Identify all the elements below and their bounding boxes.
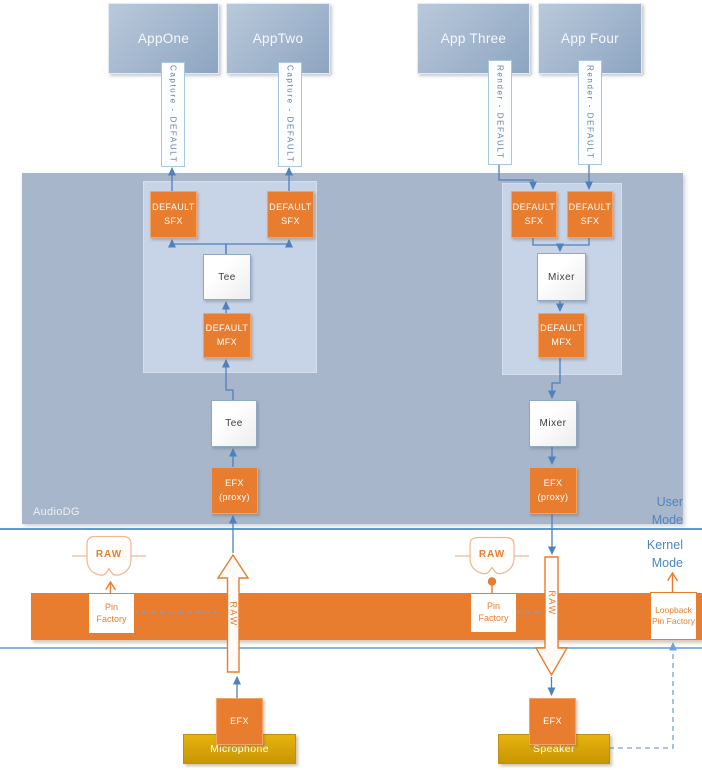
- speaker-device-bar: Speaker: [498, 734, 610, 764]
- capture-efx-proxy-box: EFX (proxy): [211, 467, 258, 514]
- speaker-label: Speaker: [533, 743, 575, 755]
- capture-pin-factory-box: Pin Factory: [88, 593, 135, 634]
- kernel-mode-label: Kernel Mode: [646, 538, 683, 571]
- render-mixer-lower-label: Mixer: [539, 418, 567, 429]
- render-raw-mode-label: RAW: [478, 549, 506, 560]
- capture-tee-upper-label: Tee: [218, 271, 236, 283]
- render-pipe-app-four-label: Render - DEFAULT: [585, 65, 595, 160]
- render-pin-factory-label: Pin Factory: [478, 601, 509, 623]
- loopback-pin-factory-box: Loopback Pin Factory: [650, 592, 697, 640]
- capture-mfx-box: DEFAULT MFX: [203, 313, 251, 358]
- capture-pipe-app-two: Capture - DEFAULT: [278, 62, 302, 167]
- render-mfx-box: DEFAULT MFX: [538, 313, 585, 358]
- capture-sfx-one-box: DEFAULT SFX: [150, 191, 197, 238]
- capture-tee-lower-label: Tee: [225, 418, 243, 429]
- capture-raw-mode-label: RAW: [95, 549, 123, 560]
- capture-tee-upper-box: Tee: [203, 254, 251, 300]
- microphone-efx-box: EFX: [216, 698, 263, 745]
- render-mfx-label: DEFAULT MFX: [540, 323, 583, 347]
- app-two-label: AppTwo: [252, 31, 304, 46]
- capture-pipe-app-one: Capture - DEFAULT: [161, 62, 185, 167]
- user-kernel-boundary-line: [0, 528, 702, 530]
- render-raw-mode-shape: RAW: [455, 536, 529, 580]
- render-efx-proxy-box: EFX (proxy): [529, 467, 577, 514]
- render-mixer-upper-label: Mixer: [548, 271, 575, 283]
- kernel-streaming-bus: [31, 593, 702, 640]
- capture-pin-factory-label: Pin Factory: [96, 601, 127, 624]
- render-pipe-app-three: Render - DEFAULT: [488, 60, 512, 165]
- app-one-label: AppOne: [137, 31, 190, 46]
- render-sfx-two-label: DEFAULT SFX: [568, 202, 612, 226]
- speaker-efx-label: EFX: [543, 715, 562, 726]
- render-mixer-upper-box: Mixer: [537, 253, 586, 301]
- microphone-efx-label: EFX: [230, 715, 249, 726]
- capture-sfx-one-label: DEFAULT SFX: [152, 202, 195, 226]
- hexagon-icon: [72, 535, 146, 576]
- capture-tee-lower-box: Tee: [211, 400, 257, 447]
- render-efx-proxy-label: EFX (proxy): [537, 478, 569, 502]
- app-three-box: App Three: [417, 3, 530, 74]
- render-pipe-app-four: Render - DEFAULT: [578, 60, 602, 165]
- capture-efx-proxy-label: EFX (proxy): [219, 478, 250, 502]
- capture-raw-mode-shape: RAW: [72, 535, 146, 579]
- user-mode-label: User Mode: [651, 495, 683, 528]
- render-sfx-one-label: DEFAULT SFX: [512, 202, 556, 226]
- kernel-hardware-boundary-line: [0, 647, 702, 649]
- app-three-label: App Three: [440, 31, 507, 46]
- app-four-label: App Four: [561, 31, 619, 46]
- capture-sfx-two-box: DEFAULT SFX: [267, 191, 314, 238]
- hexagon-icon: [455, 536, 529, 575]
- capture-pipe-app-one-label: Capture - DEFAULT: [168, 65, 178, 164]
- loopback-pin-factory-label: Loopback Pin Factory: [652, 605, 695, 626]
- render-sfx-one-box: DEFAULT SFX: [511, 191, 557, 238]
- capture-sfx-two-label: DEFAULT SFX: [269, 202, 312, 226]
- render-sfx-two-box: DEFAULT SFX: [567, 191, 613, 238]
- microphone-label: Microphone: [210, 743, 269, 755]
- audiodg-region-label: AudioDG: [33, 506, 80, 518]
- capture-mfx-label: DEFAULT MFX: [205, 323, 249, 347]
- pin-factory-connectors: [111, 573, 673, 594]
- render-mixer-lower-box: Mixer: [529, 400, 577, 447]
- render-pin-factory-box: Pin Factory: [470, 593, 517, 633]
- speaker-efx-box: EFX: [529, 698, 576, 745]
- capture-pipe-app-two-label: Capture - DEFAULT: [285, 65, 295, 164]
- render-pipe-app-three-label: Render - DEFAULT: [495, 65, 505, 160]
